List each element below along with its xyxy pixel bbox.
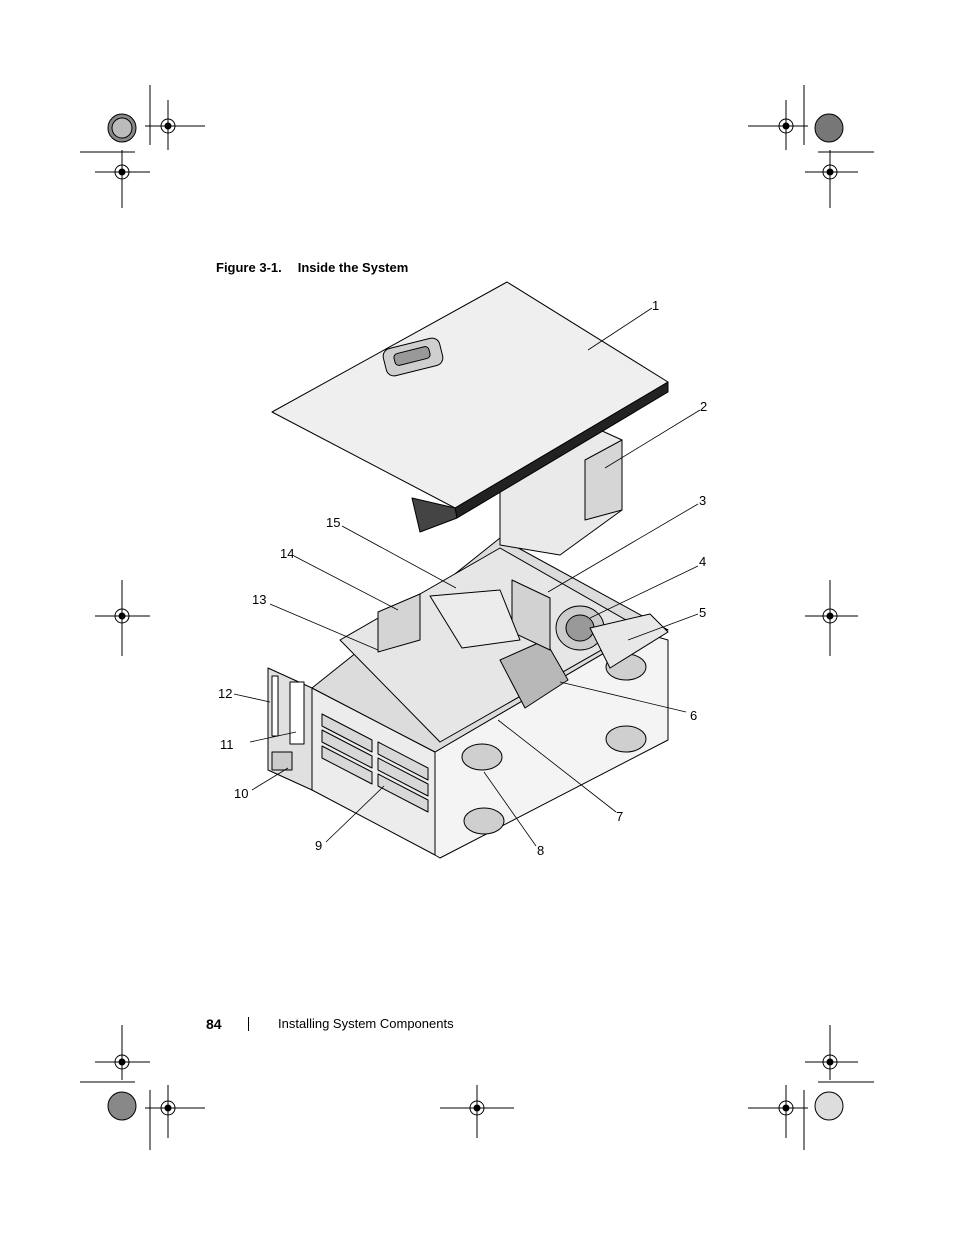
registration-mark-icon: [748, 1025, 874, 1150]
callout-8: 8: [537, 843, 545, 858]
registration-mark-icon: [805, 580, 858, 656]
hard-drive-bays: [321, 713, 429, 813]
callout-12: 12: [218, 686, 233, 701]
callout-5: 5: [699, 605, 707, 620]
figure-title: Inside the System: [297, 260, 409, 275]
usb-connectors: [271, 751, 293, 771]
callout-6: 6: [690, 708, 698, 723]
expansion-cards: [511, 579, 551, 651]
callout-13: 13: [252, 592, 267, 607]
color-bar-icon: [814, 1091, 844, 1121]
callout-15: 15: [326, 515, 341, 530]
heatsink: [499, 639, 569, 709]
figure-number: Figure 3-1.: [216, 260, 282, 275]
front-panel: [289, 681, 305, 745]
callout-14: 14: [280, 546, 295, 561]
cable-channel: [429, 589, 521, 649]
callout-4: 4: [699, 554, 707, 569]
color-bar-icon: [107, 1091, 137, 1121]
registration-mark-icon: [95, 580, 150, 656]
callout-11: 11: [220, 737, 234, 752]
color-bar-icon: [814, 113, 844, 143]
callout-3: 3: [699, 493, 707, 508]
footer-section-title: Installing System Components: [278, 1016, 454, 1031]
callout-7: 7: [616, 809, 624, 824]
registration-mark-icon: [748, 85, 874, 208]
page-number: 84: [206, 1016, 222, 1032]
color-bar-icon: [107, 113, 137, 143]
registration-mark-icon: [80, 85, 205, 208]
power-supply: [589, 613, 669, 669]
callout-2: 2: [700, 399, 708, 414]
callout-1: 1: [652, 298, 660, 313]
figure-caption: Figure 3-1. Inside the System: [216, 260, 408, 275]
registration-mark-icon: [440, 1085, 514, 1138]
registration-mark-icon: [80, 1025, 205, 1150]
callout-10: 10: [234, 786, 249, 801]
side-vents: [461, 653, 647, 835]
callout-9: 9: [315, 838, 323, 853]
callout-leaders: [233, 307, 701, 847]
optical-drive-bay: [271, 675, 279, 737]
fan-bracket: [377, 593, 421, 653]
footer-separator: [248, 1017, 249, 1031]
